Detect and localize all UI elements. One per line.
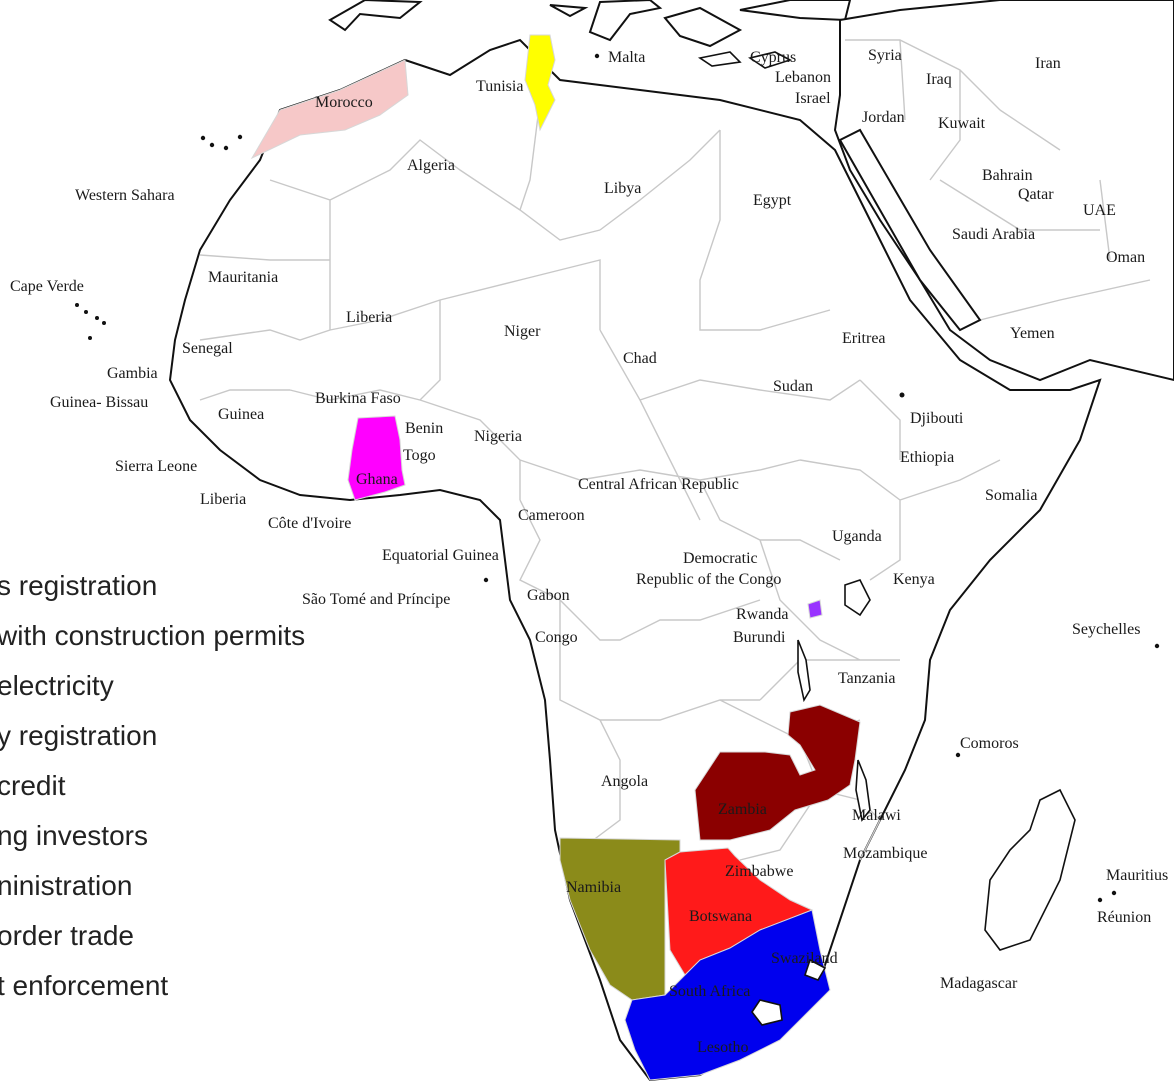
label-botswana: Botswana: [689, 908, 752, 925]
indicator-list: s registration with construction permits…: [0, 570, 520, 1088]
indicator-item: order trade: [0, 920, 134, 951]
label-tanzania: Tanzania: [838, 670, 896, 687]
label-ghana: Ghana: [356, 471, 398, 488]
label-cape-verde: Cape Verde: [10, 278, 84, 295]
label-eritrea: Eritrea: [842, 330, 886, 347]
label-sierra-leone: Sierra Leone: [115, 458, 197, 475]
label-western-sahara: Western Sahara: [75, 187, 175, 204]
label-jordan: Jordan: [862, 109, 905, 126]
label-algeria: Algeria: [407, 157, 455, 174]
label-sao-tome: São Tomé and Príncipe: [302, 591, 450, 608]
label-niger: Niger: [504, 323, 541, 340]
country-rwanda: [807, 599, 823, 619]
label-guinea-bissau: Guinea- Bissau: [50, 394, 148, 411]
country-namibia: [559, 837, 681, 1001]
label-south-africa: South Africa: [669, 983, 750, 1000]
country-ghana: [347, 415, 406, 501]
label-tunisia: Tunisia: [476, 78, 523, 95]
label-burkina-faso: Burkina Faso: [315, 390, 401, 407]
label-djibouti: Djibouti: [910, 410, 964, 427]
label-comoros: Comoros: [960, 735, 1019, 752]
islands: [75, 53, 1160, 951]
label-israel: Israel: [795, 90, 831, 107]
label-swaziland: Swaziland: [771, 950, 838, 967]
label-namibia: Namibia: [566, 879, 621, 896]
label-somalia: Somalia: [985, 487, 1037, 504]
label-morocco: Morocco: [315, 94, 373, 111]
country-morocco: [250, 59, 409, 160]
label-gambia: Gambia: [107, 365, 158, 382]
label-angola: Angola: [601, 773, 648, 790]
label-rwanda: Rwanda: [736, 606, 788, 623]
label-bahrain: Bahrain: [982, 167, 1033, 184]
madagascar-shape: [984, 788, 1076, 951]
label-qatar: Qatar: [1018, 186, 1054, 203]
label-cote-divoire: Côte d'Ivoire: [268, 515, 351, 532]
label-kuwait: Kuwait: [938, 115, 986, 132]
label-cyprus: Cyprus: [750, 49, 796, 66]
label-drc-line2: Republic of the Congo: [636, 571, 781, 588]
country-tunisia: [524, 34, 556, 132]
label-zimbabwe: Zimbabwe: [725, 863, 793, 880]
europe-coastline: [328, 0, 852, 69]
label-congo: Congo: [535, 629, 578, 646]
label-sudan: Sudan: [773, 378, 813, 395]
indicator-item: ninistration: [0, 870, 133, 901]
middle-east: [833, 0, 1174, 382]
label-mozambique: Mozambique: [843, 845, 927, 862]
label-zambia: Zambia: [718, 801, 767, 818]
label-chad: Chad: [623, 350, 657, 367]
indicator-item: ng investors: [0, 820, 148, 851]
label-egypt: Egypt: [753, 192, 792, 209]
lakes: [797, 579, 871, 822]
label-malawi: Malawi: [852, 807, 901, 824]
indicator-item: s registration: [0, 570, 158, 601]
country-labels: Malta Cyprus Syria Iran Lebanon Israel I…: [10, 47, 1168, 1056]
label-liberia: Liberia: [200, 491, 246, 508]
label-iraq: Iraq: [926, 71, 952, 88]
label-saudi-arabia: Saudi Arabia: [952, 226, 1035, 243]
label-yemen: Yemen: [1010, 325, 1055, 342]
label-mauritius: Mauritius: [1106, 867, 1168, 884]
label-reunion: Réunion: [1097, 909, 1151, 926]
label-libya: Libya: [604, 180, 641, 197]
label-mauritania: Mauritania: [208, 269, 278, 286]
label-mali: Liberia: [346, 309, 392, 326]
country-zambia: [694, 704, 861, 841]
indicator-item: electricity: [0, 670, 114, 701]
label-uganda: Uganda: [832, 528, 882, 545]
label-benin: Benin: [405, 420, 443, 437]
label-togo: Togo: [403, 447, 436, 464]
label-kenya: Kenya: [893, 571, 935, 588]
label-ethiopia: Ethiopia: [900, 449, 954, 466]
label-malta: Malta: [608, 49, 645, 66]
label-oman: Oman: [1106, 249, 1145, 266]
label-car: Central African Republic: [578, 476, 739, 493]
label-gabon: Gabon: [527, 587, 570, 604]
label-equatorial-guinea: Equatorial Guinea: [382, 547, 499, 564]
label-seychelles: Seychelles: [1072, 621, 1140, 638]
label-burundi: Burundi: [733, 629, 786, 646]
label-lebanon: Lebanon: [775, 69, 831, 86]
label-senegal: Senegal: [182, 340, 233, 357]
label-uae: UAE: [1083, 202, 1116, 219]
label-drc-line1: Democratic: [683, 550, 758, 567]
label-syria: Syria: [868, 47, 902, 64]
label-guinea: Guinea: [218, 406, 264, 423]
label-lesotho: Lesotho: [697, 1039, 749, 1056]
label-cameroon: Cameroon: [518, 507, 585, 524]
label-madagascar: Madagascar: [940, 975, 1018, 992]
label-iran: Iran: [1035, 55, 1061, 72]
highlighted-countries: [250, 34, 861, 1081]
country-south-africa: [624, 909, 831, 1081]
indicator-item: with construction permits: [0, 620, 306, 651]
indicator-item: credit: [0, 770, 66, 801]
indicator-item: t enforcement: [0, 970, 169, 1001]
label-nigeria: Nigeria: [474, 428, 522, 445]
indicator-item: y registration: [0, 720, 158, 751]
